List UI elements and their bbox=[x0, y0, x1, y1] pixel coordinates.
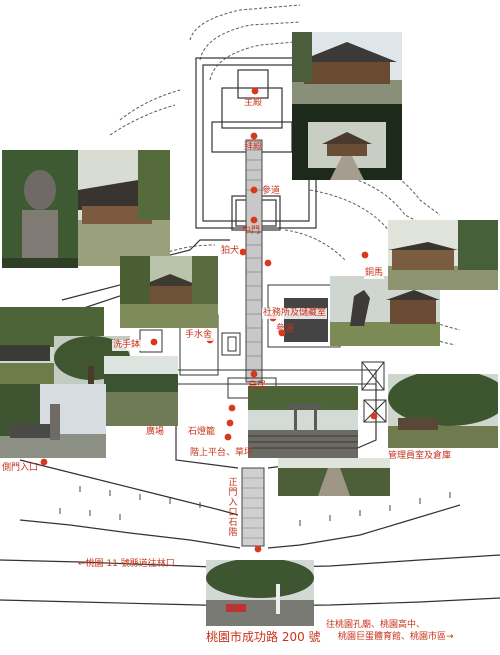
label-plaza: 廣場 bbox=[146, 427, 165, 437]
label-stone-lantern: 石燈籠 bbox=[188, 427, 216, 437]
label-wash-basin: 洗手鉢 bbox=[112, 340, 142, 351]
label-torii: 鳥居 bbox=[248, 381, 267, 391]
label-address: 桃園市成功路 200 號 bbox=[206, 630, 321, 644]
label-main-entrance: 正門入口石階 bbox=[228, 478, 238, 538]
photo-side-gate bbox=[0, 384, 106, 458]
photo-plaza bbox=[104, 356, 178, 426]
photo-wash-pavilion bbox=[120, 256, 218, 328]
photo-mgmt-office bbox=[388, 374, 498, 448]
photo-approach-road bbox=[278, 458, 390, 496]
photo-side-building-right bbox=[388, 220, 498, 290]
label-main-hall: 主殿 bbox=[244, 98, 263, 108]
approach-path bbox=[241, 139, 265, 547]
shrine-office-building bbox=[284, 298, 328, 342]
location-markers bbox=[40, 87, 378, 553]
label-wash-pavilion: 手水舍 bbox=[184, 330, 214, 341]
photo-main-hall bbox=[292, 32, 402, 104]
label-horse: 銅馬 bbox=[364, 268, 385, 279]
photo-lion-statue bbox=[2, 150, 78, 268]
photo-main-entrance bbox=[206, 560, 314, 626]
label-road-right-1: 往桃園孔廟、桃園高中、 bbox=[326, 620, 426, 630]
label-lion: 狛犬 bbox=[220, 246, 241, 257]
label-approach-lower: 參道 bbox=[276, 324, 295, 334]
photo-shrine-building-left bbox=[78, 150, 170, 266]
photo-torii-and-platform bbox=[248, 386, 358, 458]
label-side-gate: 側門入口 bbox=[2, 463, 39, 473]
label-mgmt-office: 管理員室及倉庫 bbox=[388, 451, 452, 461]
fence-marks bbox=[59, 486, 451, 526]
label-road-right-2: 桃園巨蛋體育館、桃園市區→ bbox=[338, 632, 454, 642]
label-platform: 階上平台、草坪 bbox=[190, 448, 254, 458]
label-road-left: ←桃園 11 號縣道往林口 bbox=[78, 559, 175, 569]
label-approach-upper: 參道 bbox=[262, 186, 281, 196]
label-shrine-office: 社務所及儲藏室 bbox=[262, 308, 328, 319]
label-worship-hall: 拜殿 bbox=[244, 142, 263, 152]
photo-worship-hall-gate bbox=[292, 104, 402, 180]
label-middle-gate: 中門 bbox=[242, 226, 261, 236]
